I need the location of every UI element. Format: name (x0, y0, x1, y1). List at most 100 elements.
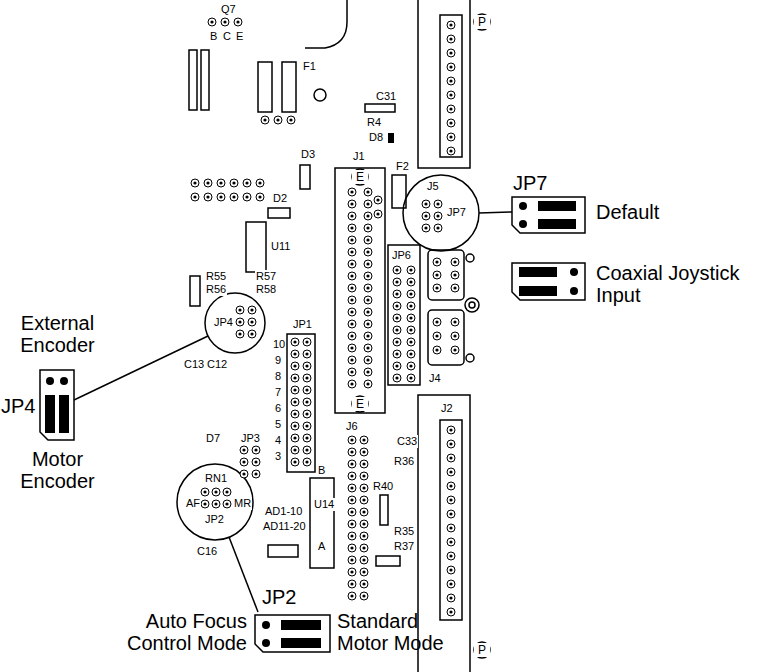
pin-hole (225, 502, 228, 505)
pin-hole (453, 273, 456, 276)
pin-hole (409, 316, 412, 319)
pin-hole (350, 546, 353, 549)
pin-hole (293, 400, 296, 403)
pin-pad (451, 318, 459, 326)
silkscreen-label: RN1 (204, 472, 228, 485)
pin-pad (447, 133, 455, 141)
pin-pad (236, 330, 244, 338)
pin-hole (449, 596, 452, 599)
pin-hole (305, 400, 308, 403)
silkscreen-label: J2 (440, 402, 454, 415)
pin-hole (350, 570, 353, 573)
pin-hole (449, 428, 452, 431)
pin-pad (393, 314, 401, 322)
header-jp1 (287, 334, 315, 472)
pin-hole (435, 348, 438, 351)
pin-pad (348, 544, 356, 552)
pin-hole (366, 370, 369, 373)
pin-pad (191, 179, 199, 187)
pin-hole (350, 382, 353, 385)
pin-hole (409, 304, 412, 307)
pin-hole (362, 498, 365, 501)
pin-pad (204, 193, 212, 201)
pin-hole (449, 610, 452, 613)
pin-pad (360, 556, 368, 564)
pin-pad (433, 318, 441, 326)
pin-pad (447, 105, 455, 113)
silkscreen-label: C33 (396, 435, 418, 448)
pin-hole (409, 352, 412, 355)
pin-pad (364, 284, 372, 292)
pin-hole (362, 558, 365, 561)
pin-hole (254, 472, 257, 475)
jumper-pin (262, 621, 270, 629)
pin-pad (291, 362, 299, 370)
pin-hole (409, 376, 412, 379)
pin-pad (291, 374, 299, 382)
chip-u14 (310, 478, 334, 568)
pin-hole (350, 190, 353, 193)
pin-pad (360, 532, 368, 540)
connector-frame (418, 395, 470, 672)
pin-pad (360, 568, 368, 576)
pin-pad (248, 318, 256, 326)
pin-pad (407, 278, 415, 286)
pin-pad (433, 271, 441, 279)
pin-hole (263, 118, 266, 121)
pin-hole (449, 512, 452, 515)
pin-pad (407, 374, 415, 382)
pin-hole (362, 474, 365, 477)
pin-hole (424, 226, 427, 229)
pin-pad (348, 248, 356, 256)
pin-hole (254, 448, 257, 451)
resistor (190, 276, 200, 306)
pin-hole (254, 460, 257, 463)
silkscreen-label: R55 (205, 270, 227, 283)
pin-hole (366, 274, 369, 277)
pin-pad (451, 284, 459, 292)
pin-hole (238, 308, 241, 311)
pin-pad (447, 594, 455, 602)
pin-hole (350, 346, 353, 349)
pin-hole (449, 107, 452, 110)
pin-pad (447, 510, 455, 518)
silkscreen-label: 8 (274, 370, 282, 383)
pin-hole (449, 470, 452, 473)
pin-hole (293, 376, 296, 379)
pin-pad (393, 302, 401, 310)
jumper-shunt (519, 286, 557, 296)
pin-hole (350, 358, 353, 361)
silkscreen-label: 6 (274, 402, 282, 415)
pin-hole (305, 352, 308, 355)
jumper-icon (512, 263, 585, 300)
pin-hole (305, 424, 308, 427)
pin-pad (348, 532, 356, 540)
pin-pad (393, 266, 401, 274)
pin-pad (201, 488, 209, 496)
pin-hole (449, 37, 452, 40)
pin-hole (449, 484, 452, 487)
pin-pad (261, 116, 269, 124)
callout-label: External Encoder (10, 312, 105, 356)
pin-pad (303, 362, 311, 370)
pin-pad (447, 91, 455, 99)
pin-hole (449, 526, 452, 529)
jumper-shunt (538, 219, 576, 229)
pin-pad (393, 290, 401, 298)
chip-u11 (246, 222, 266, 272)
resistor (189, 50, 197, 110)
pin-hole (453, 334, 456, 337)
pin-hole (366, 226, 369, 229)
pin-pad (360, 520, 368, 528)
pin-pad (451, 346, 459, 354)
pin-hole (449, 498, 452, 501)
pin-pad (291, 398, 299, 406)
pin-hole (350, 474, 353, 477)
pin-pad (447, 468, 455, 476)
pin-pad (348, 508, 356, 516)
pin-pad (364, 224, 372, 232)
pin-pad (393, 362, 401, 370)
pin-pad (447, 426, 455, 434)
pin-hole (350, 450, 353, 453)
coax-jack (469, 302, 475, 308)
